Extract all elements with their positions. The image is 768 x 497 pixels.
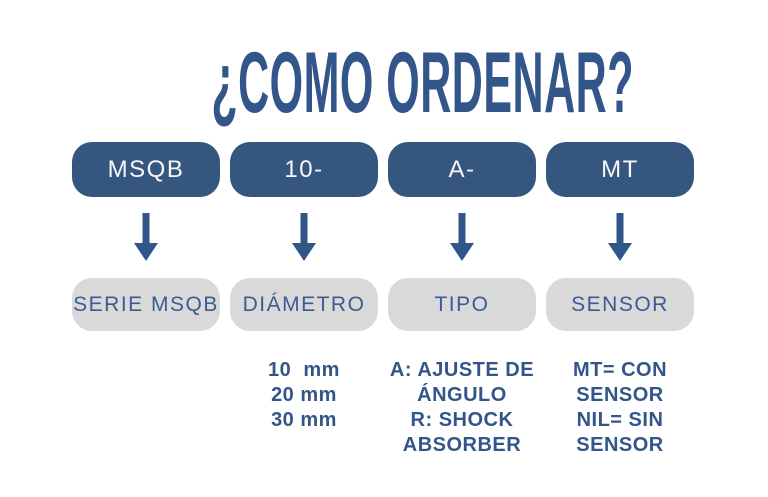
down-arrow-icon xyxy=(607,212,633,262)
detail-text-tipo: A: AJUSTE DE ÁNGULO R: SHOCK ABSORBER xyxy=(389,359,535,456)
down-arrow-icon xyxy=(449,212,475,262)
column-serie-msqb: MSQB SERIE MSQB xyxy=(72,142,220,458)
detail-text-diametro: 10 mm 20 mm 30 mm xyxy=(268,359,340,431)
code-pill-sensor: MT xyxy=(546,142,694,197)
code-pill-tipo: A- xyxy=(388,142,536,197)
label-pill-sensor: SENSOR xyxy=(546,278,694,331)
column-tipo: A- TIPO A: AJUSTE DE ÁNGULO R: SHOCK ABS… xyxy=(388,142,536,458)
column-diametro: 10- DIÁMETRO 10 mm 20 mm 30 mm xyxy=(230,142,378,458)
page-title-text: ¿COMO ORDENAR? xyxy=(211,35,634,131)
detail-text-sensor: MT= CON SENSOR NIL= SIN SENSOR xyxy=(572,359,668,456)
down-arrow-icon xyxy=(133,212,159,262)
down-arrow-icon xyxy=(291,212,317,262)
code-pill-msqb: MSQB xyxy=(72,142,220,197)
diagram-columns: MSQB SERIE MSQB 10- DIÁMETRO 10 mm 20 mm… xyxy=(72,142,694,458)
page-title: ¿COMO ORDENAR? xyxy=(0,38,768,128)
label-pill-tipo: TIPO xyxy=(388,278,536,331)
column-sensor: MT SENSOR MT= CON SENSOR NIL= SIN SENSOR xyxy=(546,142,694,458)
code-pill-diametro: 10- xyxy=(230,142,378,197)
label-pill-diametro: DIÁMETRO xyxy=(230,278,378,331)
label-pill-serie: SERIE MSQB xyxy=(72,278,220,331)
